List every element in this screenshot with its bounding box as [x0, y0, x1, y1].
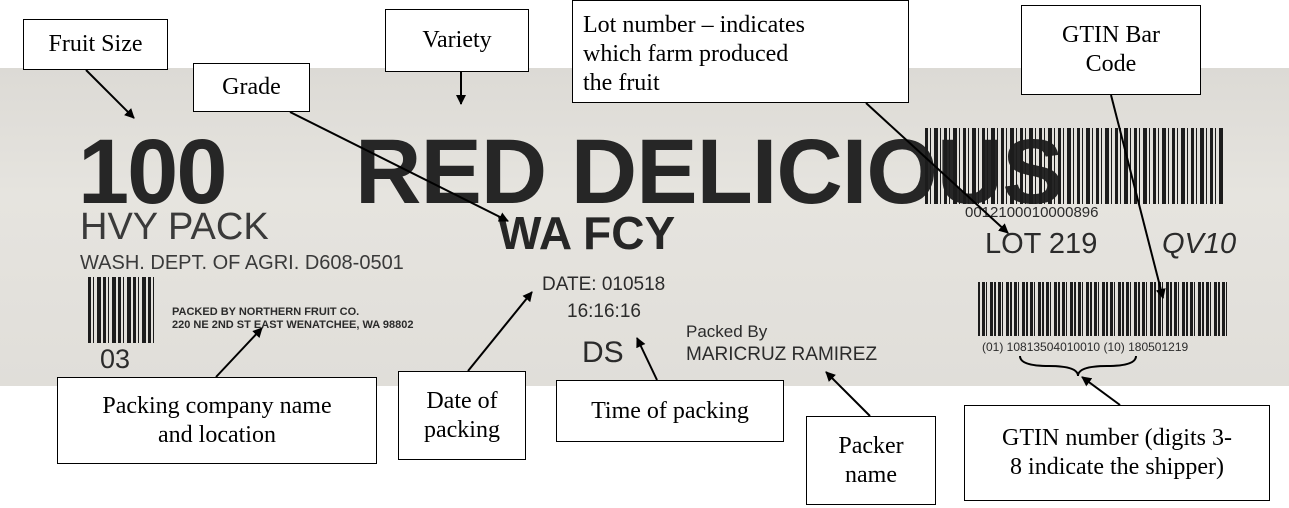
packed-by-text: Packed By: [686, 322, 768, 341]
grade-text: WA FCY: [498, 207, 676, 259]
ds-text: DS: [582, 336, 624, 369]
upc-digits-text: 0012100010000896: [965, 204, 1099, 221]
callout-lot-number: Lot number – indicates which farm produc…: [572, 0, 909, 103]
callout-grade-text: Grade: [222, 74, 281, 101]
callout-packing-company-line1: Packing company name: [102, 392, 332, 419]
pack-text: HVY PACK: [80, 206, 269, 248]
date-text: DATE: 010518: [542, 274, 666, 295]
callout-packer-line1: Packer: [838, 432, 904, 459]
fruit-size-text: 100: [78, 121, 227, 223]
dept-text: WASH. DEPT. OF AGRI. D608-0501: [80, 252, 404, 274]
callout-fruit-size: Fruit Size: [23, 19, 168, 70]
lot-text: LOT 219: [985, 228, 1098, 260]
callout-gtin-number: GTIN number (digits 3- 8 indicate the sh…: [964, 405, 1270, 501]
callout-date-line1: Date of: [426, 387, 498, 414]
callout-time-of-packing: Time of packing: [556, 380, 784, 442]
callout-date-line2: packing: [424, 416, 500, 443]
callout-gtin-bar-line2: Code: [1085, 51, 1137, 77]
callout-packing-company-line2: and location: [158, 421, 276, 448]
packer-name-text: MARICRUZ RAMIREZ: [686, 344, 878, 365]
qv-text: QV10: [1162, 228, 1237, 260]
callout-packer-line2: name: [845, 461, 897, 488]
code-03-text: 03: [100, 344, 131, 374]
callout-packer-name: Packer name: [806, 416, 936, 505]
callout-lot-line3: the fruit: [583, 69, 660, 96]
callout-variety-text: Variety: [422, 27, 492, 54]
gtin-barcode: [978, 282, 1228, 336]
upc-barcode: [925, 128, 1225, 204]
callout-variety: Variety: [385, 9, 529, 72]
packing-company-line2: 220 NE 2ND ST EAST WENATCHEE, WA 98802: [172, 319, 414, 331]
callout-packing-company: Packing company name and location: [57, 377, 377, 464]
time-text: 16:16:16: [567, 301, 641, 322]
callout-time-text: Time of packing: [591, 397, 749, 424]
callout-gtin-number-line2: 8 indicate the shipper): [1010, 454, 1224, 480]
callout-date-of-packing: Date of packing: [398, 371, 526, 460]
callout-fruit-size-text: Fruit Size: [48, 31, 143, 58]
gtin-number-text: (01) 10813504010010 (10) 180501219: [982, 340, 1189, 354]
callout-gtin-bar-code: GTIN Bar Code: [1021, 5, 1201, 95]
small-barcode: [88, 277, 156, 343]
callout-gtin-number-line1: GTIN number (digits 3-: [1002, 425, 1232, 452]
callout-lot-line2: which farm produced: [583, 40, 789, 67]
callout-gtin-bar-line1: GTIN Bar: [1062, 22, 1160, 49]
packing-company-line1: PACKED BY NORTHERN FRUIT CO.: [172, 306, 360, 318]
callout-grade: Grade: [193, 63, 310, 112]
callout-lot-line1: Lot number – indicates: [583, 12, 805, 38]
